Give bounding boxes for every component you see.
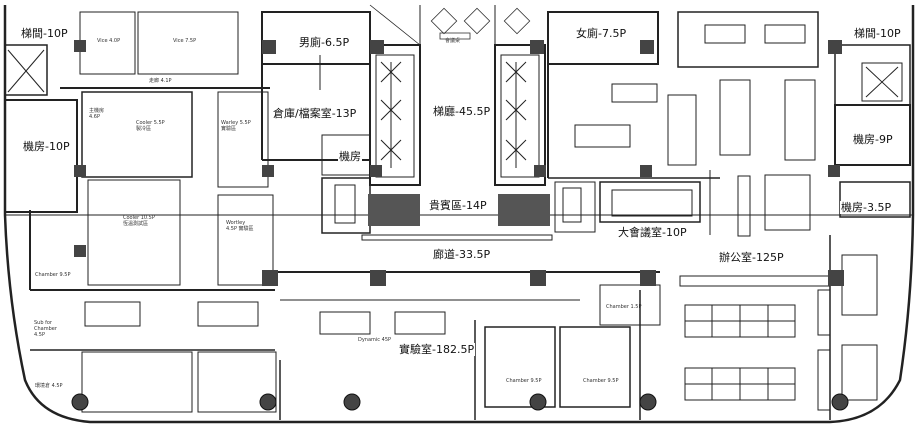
annotation: 會議桌 — [445, 38, 461, 44]
room-label-machine-right: 機房-9P — [852, 133, 894, 146]
column-round — [259, 393, 277, 411]
annotation: Wortley 4.5P 實驗區 — [226, 220, 254, 232]
room-label-corridor: 廊道-33.5P — [432, 248, 492, 261]
room-label-training: 實驗室-182.5P — [398, 343, 476, 356]
room-label-reception: 貴賓區-14P — [428, 199, 488, 212]
elevator-door-left — [368, 194, 420, 226]
column — [74, 40, 86, 52]
lounge-table — [430, 7, 458, 35]
column — [262, 270, 278, 286]
annotation: Vice 7.5P — [173, 38, 197, 44]
outer-wall — [3, 5, 915, 424]
column-round — [831, 393, 849, 411]
column — [370, 165, 382, 177]
annotation: Dynamic 45P — [358, 337, 392, 343]
annotation: Chamber 9.5P — [583, 378, 619, 384]
column — [828, 270, 844, 286]
room-label-machine-small: 機房 — [338, 150, 362, 163]
room-label-machine-right-small: 機房-3.5P — [840, 201, 893, 214]
column-round — [71, 393, 89, 411]
column — [640, 40, 654, 54]
room-label-stair-right: 梯間-10P — [853, 27, 902, 40]
column — [262, 165, 274, 177]
lounge-table — [503, 7, 531, 35]
column — [640, 270, 656, 286]
annotation: Warley 5.5P 實驗區 — [221, 120, 251, 132]
column — [74, 245, 86, 257]
elevator-door-right — [498, 194, 550, 226]
annotation: 主機房 4.6P — [89, 108, 105, 120]
annotation: Sub for Chamber 4.5P — [34, 320, 57, 338]
column-round — [639, 393, 657, 411]
annotation: Vice 4.0P — [97, 38, 121, 44]
room-label-stair-left: 梯間-10P — [20, 27, 69, 40]
column-round — [529, 393, 547, 411]
room-label-conference: 大會議室-10P — [617, 226, 688, 239]
column — [530, 270, 546, 286]
annotation: Chamber 1.5P — [606, 304, 642, 310]
room-label-mens-room: 男廁-6.5P — [298, 36, 351, 49]
annotation: Chamber 9.5P — [35, 272, 71, 278]
annotation: Cooler 5.5P 製冷區 — [136, 120, 165, 132]
annotation: 走廊 4.1P — [149, 78, 172, 84]
lounge-table — [463, 7, 491, 35]
column — [262, 40, 276, 54]
column — [828, 40, 842, 54]
column — [534, 165, 546, 177]
annotation: Cooler 10.5P 恆溫測試區 — [123, 215, 155, 227]
column — [370, 40, 384, 54]
annotation: 環境倉 4.5P — [35, 383, 63, 389]
column — [640, 165, 652, 177]
column — [828, 165, 840, 177]
stair-left-wall — [4, 44, 48, 96]
column — [370, 270, 386, 286]
room-label-storage: 倉庫/檔案室-13P — [272, 107, 358, 120]
column-round — [343, 393, 361, 411]
annotation: Chamber 9.5P — [506, 378, 542, 384]
room-label-womens-room: 女廁-7.5P — [575, 27, 628, 40]
room-label-office: 辦公室-125P — [718, 251, 785, 264]
room-label-machine-left: 機房-10P — [22, 140, 71, 153]
column — [74, 165, 86, 177]
column — [530, 40, 544, 54]
room-label-stairwell: 梯廳-45.5P — [432, 105, 492, 118]
